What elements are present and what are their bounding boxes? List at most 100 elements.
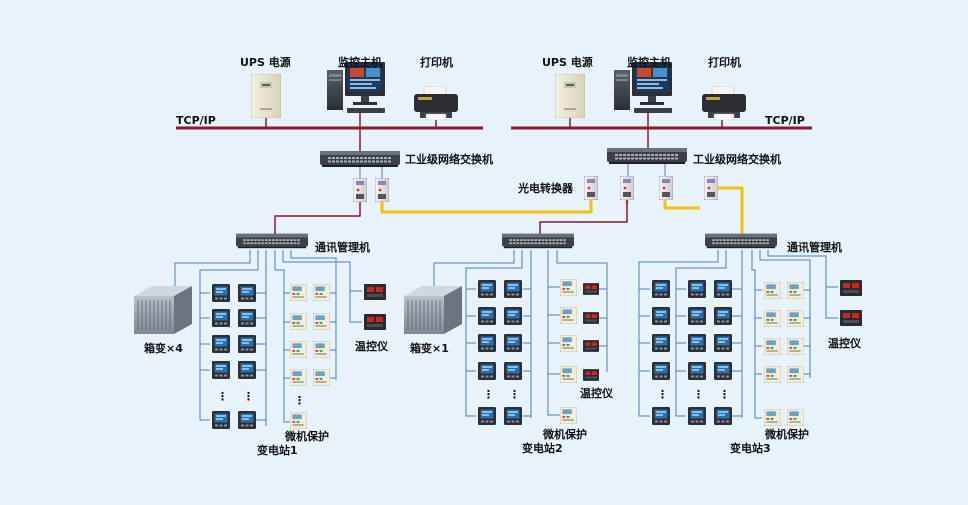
meter-icon <box>212 309 230 327</box>
comm-manager-label-1: 通讯管理机 <box>315 240 370 254</box>
temp-controller-label-2: 温控仪 <box>580 386 614 400</box>
meters-substation-1 <box>212 284 256 429</box>
industrial-switch-icon-left <box>320 151 400 167</box>
printer-label-left: 打印机 <box>420 55 453 69</box>
meter-icon <box>652 334 670 352</box>
meter-icon <box>212 335 230 353</box>
micro-protection-icon <box>560 279 577 296</box>
temp-controller-icon-s3b <box>840 310 862 326</box>
micro-protection-icon <box>764 310 781 327</box>
meter-icon <box>478 307 496 325</box>
meter-icon <box>478 334 496 352</box>
converter-to-comm-2 <box>539 200 628 234</box>
micro-protection-icon <box>313 284 330 301</box>
meter-icon <box>238 284 256 302</box>
meter-icon <box>652 307 670 325</box>
meters-substation-2 <box>478 280 522 425</box>
ellipsis-s2a: ⋮ <box>483 388 494 401</box>
printer-icon-right <box>702 86 746 120</box>
fiber-converter-icon-l1 <box>353 178 367 202</box>
micro-protection-icon <box>787 409 804 426</box>
protections-substation-3 <box>764 282 804 426</box>
box-transformer-icon-2 <box>404 285 462 334</box>
micro-protection-icon <box>290 284 307 301</box>
micro-protection-icon <box>290 341 307 358</box>
industrial-switch-label-left: 工业级网络交换机 <box>405 152 493 166</box>
box-transformer-label-1: 箱变×4 <box>144 341 183 355</box>
micro-protection-icon <box>290 369 307 386</box>
substation-label-1: 变电站1 <box>257 443 298 457</box>
substation-3-wiring <box>638 250 838 419</box>
temp-controller-icon-s3a <box>840 280 862 296</box>
meter-icon <box>504 334 522 352</box>
switch-converter-links-right <box>627 164 666 176</box>
meter-icon <box>212 284 230 302</box>
ellipsis-s3b: ⋮ <box>693 388 704 401</box>
meter-icon <box>504 407 522 425</box>
monitor-host-icon-right <box>614 62 672 113</box>
meter-icon <box>688 334 706 352</box>
micro-protection-icon <box>313 313 330 330</box>
temp-controller-label-1: 温控仪 <box>355 339 389 353</box>
meter-icon <box>714 334 732 352</box>
temp-controller-icon-s1a <box>364 284 386 300</box>
micro-protection-icon <box>560 366 577 383</box>
industrial-switch-icon-right <box>607 148 687 164</box>
temp-controller-icon-s2a <box>583 283 599 295</box>
temp-controller-icon-s2d <box>583 369 599 381</box>
box-transformer-label-2: 箱变×1 <box>410 341 449 355</box>
meter-icon <box>652 407 670 425</box>
meter-icon <box>688 362 706 380</box>
protections-substation-2 <box>560 279 577 424</box>
micro-protection-label-1: 微机保护 <box>284 429 329 443</box>
tcpip-label-right: TCP/IP <box>765 114 805 127</box>
temp-controller-label-3: 温控仪 <box>828 336 862 350</box>
meter-icon <box>238 411 256 429</box>
printer-label-right: 打印机 <box>708 55 741 69</box>
micro-protection-icon <box>290 412 307 429</box>
meter-icon <box>504 362 522 380</box>
meter-icon <box>478 280 496 298</box>
fiber-converter-label: 光电转换器 <box>517 181 574 195</box>
meter-icon <box>212 361 230 379</box>
protections-substation-1 <box>290 284 330 429</box>
temp-controller-icon-s1b <box>364 314 386 330</box>
micro-protection-icon <box>560 307 577 324</box>
meter-icon <box>504 280 522 298</box>
ellipsis-s3c: ⋮ <box>719 388 730 401</box>
tcpip-label-left: TCP/IP <box>176 114 216 127</box>
meter-icon <box>688 407 706 425</box>
fiber-link-right-down <box>718 186 744 236</box>
micro-protection-label-3: 微机保护 <box>764 427 809 441</box>
box-transformer-icon-1 <box>134 285 192 334</box>
fiber-converter-icon-l2 <box>375 178 389 202</box>
micro-protection-icon <box>787 310 804 327</box>
ups-icon-left <box>251 74 281 118</box>
ellipsis-s1c: ⋮ <box>294 394 305 407</box>
comm-manager-icon-2 <box>502 233 574 249</box>
ellipsis-s1a: ⋮ <box>217 390 228 403</box>
meter-icon <box>714 307 732 325</box>
temp-controller-icon-s2c <box>583 340 599 352</box>
ellipsis-s3a: ⋮ <box>657 388 668 401</box>
micro-protection-icon <box>313 341 330 358</box>
micro-protection-icon <box>313 369 330 386</box>
ups-label-left: UPS 电源 <box>240 55 291 69</box>
micro-protection-icon <box>764 409 781 426</box>
micro-protection-icon <box>290 313 307 330</box>
meter-icon <box>688 280 706 298</box>
meter-icon <box>714 362 732 380</box>
meter-icon <box>238 361 256 379</box>
meter-icon <box>238 309 256 327</box>
meter-icon <box>688 307 706 325</box>
micro-protection-icon <box>764 366 781 383</box>
micro-protection-icon <box>764 338 781 355</box>
ellipsis-s1b: ⋮ <box>243 390 254 403</box>
substation-1-wiring <box>174 250 362 426</box>
ups-icon-right <box>555 74 585 118</box>
ellipsis-s2b: ⋮ <box>509 388 520 401</box>
meter-icon <box>714 280 732 298</box>
micro-protection-icon <box>787 366 804 383</box>
fiber-link-right <box>663 200 700 210</box>
